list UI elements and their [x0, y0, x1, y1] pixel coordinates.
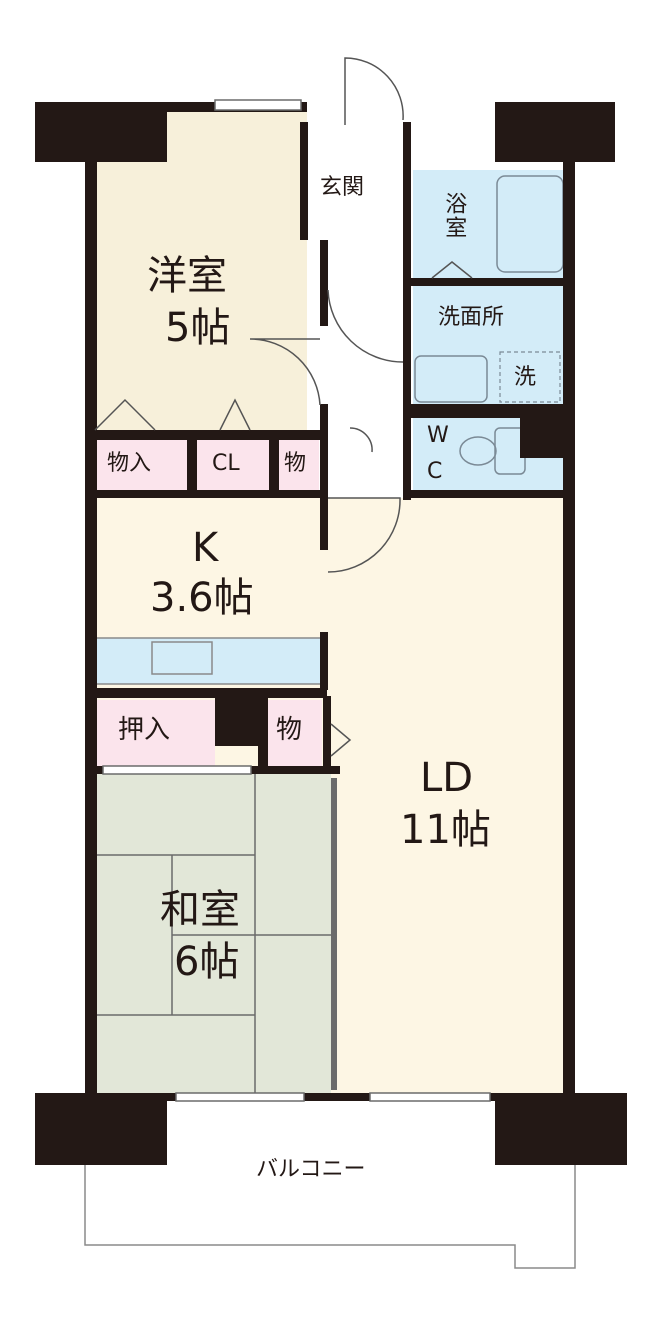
- living-name: LD: [420, 755, 474, 801]
- balcony-label: バルコニー: [256, 1157, 366, 1182]
- basin: [414, 355, 488, 403]
- japanese-room-name: 和室: [160, 887, 240, 933]
- storage-floor-2: [279, 440, 319, 490]
- closet-label: CL: [212, 451, 240, 476]
- bath-label: 浴室: [441, 192, 467, 240]
- western-room-name: 洋室: [147, 253, 227, 299]
- windows: [102, 99, 491, 1102]
- western-room-floor: [95, 112, 307, 434]
- storage-floor-3: [268, 700, 322, 766]
- entrance-label: 玄関: [320, 175, 365, 200]
- bath-floor: [413, 170, 567, 278]
- oshiire-floor: [97, 700, 215, 766]
- japanese-room-size: 6帖: [174, 939, 240, 985]
- toilet-bowl: [459, 436, 497, 466]
- japanese-room-floor: [95, 774, 331, 1093]
- kitchen-counter: [94, 637, 324, 685]
- oshiire-label: 押入: [118, 715, 171, 745]
- sink: [151, 641, 213, 675]
- storage-label-2: 物: [284, 451, 307, 476]
- kitchen-size: 3.6帖: [150, 575, 254, 621]
- storage-label-3: 物: [276, 715, 303, 745]
- closet-floor: [197, 440, 269, 490]
- door-swings: [94, 57, 473, 757]
- washroom-floor: [413, 286, 567, 404]
- balcony-outline: [84, 1165, 576, 1269]
- kitchen-name: K: [192, 525, 219, 571]
- wc-label-bottom: C: [427, 459, 443, 484]
- washroom-label: 洗面所: [438, 305, 505, 330]
- storage-label-1: 物入: [107, 451, 152, 476]
- washer-label: 洗: [514, 365, 537, 390]
- western-room-size: 5帖: [165, 305, 231, 351]
- wc-label-top: W: [427, 423, 449, 448]
- storage-floor-1: [97, 440, 187, 490]
- living-size: 11帖: [400, 807, 491, 853]
- tatami-lines: [95, 774, 331, 1093]
- washer-space: [499, 351, 561, 403]
